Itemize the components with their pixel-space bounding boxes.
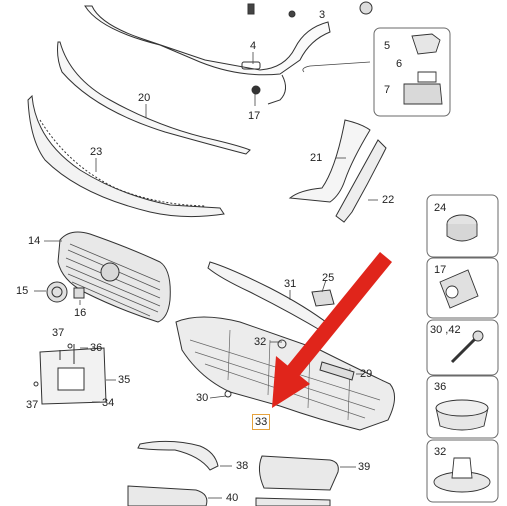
- strip-20: [57, 41, 251, 155]
- callout-7: 7: [384, 84, 391, 96]
- panel-label-30-42: 30 ,42: [430, 324, 461, 336]
- bracket-22: [335, 139, 387, 223]
- callout-31: 31: [284, 278, 297, 290]
- bumper-cover: [84, 5, 331, 76]
- callout-32: 32: [254, 336, 267, 348]
- panel-label-24: 24: [434, 202, 447, 214]
- box-17: [426, 257, 499, 319]
- callout-37-top: 37: [52, 327, 65, 339]
- callout-25: 25: [322, 272, 335, 284]
- callout-33-highlighted: 33: [252, 414, 271, 430]
- trim-38: [137, 440, 219, 471]
- box-32: [426, 439, 499, 503]
- clip-16: [73, 287, 85, 299]
- panel-label-36: 36: [434, 381, 447, 393]
- callout-38: 38: [236, 460, 249, 472]
- callout-15: 15: [16, 285, 29, 297]
- duct-40b: [255, 497, 331, 506]
- callout-22: 22: [382, 194, 395, 206]
- box-24: [426, 194, 499, 258]
- clip-25: [311, 289, 335, 307]
- callout-17: 17: [248, 110, 261, 122]
- callout-4: 4: [250, 40, 257, 52]
- box-36: [426, 375, 499, 439]
- callout-6: 6: [396, 58, 403, 70]
- callout-39: 39: [358, 461, 371, 473]
- callout-23: 23: [90, 146, 103, 158]
- callout-30: 30: [196, 392, 209, 404]
- callout-40: 40: [226, 492, 239, 504]
- spoiler-23: [27, 94, 225, 218]
- callout-3: 3: [319, 9, 326, 21]
- callout-37-bottom: 37: [26, 399, 39, 411]
- trim-21: [288, 119, 371, 203]
- duct-40: [127, 485, 208, 506]
- box-30-42: [426, 319, 499, 376]
- callout-20: 20: [138, 92, 151, 104]
- callout-35: 35: [118, 374, 131, 386]
- emblem-15: [46, 281, 68, 303]
- callout-14: 14: [28, 235, 41, 247]
- box-5-6-7: [373, 27, 451, 117]
- callout-21: 21: [310, 152, 323, 164]
- panel-label-17: 17: [434, 264, 447, 276]
- panel-label-32: 32: [434, 446, 447, 458]
- callout-5: 5: [384, 40, 391, 52]
- duct-39: [258, 455, 339, 491]
- callout-16: 16: [74, 307, 87, 319]
- callout-34: 34: [102, 397, 115, 409]
- red-arrow: [272, 252, 392, 408]
- strip-29: [319, 361, 355, 381]
- callout-29: 29: [360, 368, 373, 380]
- callout-36: 36: [90, 342, 103, 354]
